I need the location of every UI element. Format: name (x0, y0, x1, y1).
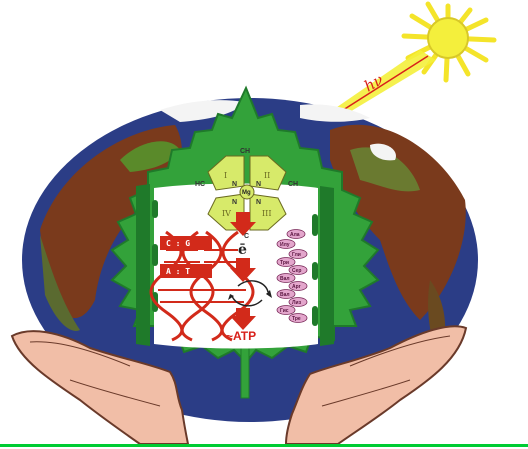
amino-acid-label: Гис (280, 308, 289, 314)
atom-label-n4: N (232, 199, 237, 206)
amino-acid-label: Лиз (292, 300, 302, 306)
amino-acid-bead: Вал (277, 290, 295, 299)
amino-acid-bead: Ала (287, 230, 305, 239)
atom-label-left: HC (195, 181, 205, 188)
amino-acid-bead: Лиз (289, 298, 307, 307)
metal-label: Mg (242, 190, 251, 196)
ring-label-2: II (264, 171, 270, 180)
amino-acid-label: Три (280, 260, 289, 266)
amino-acid-label: Вал (280, 292, 290, 298)
ring-label-1: I (224, 171, 227, 180)
atom-label-n2: N (256, 181, 261, 188)
amino-acid-bead: Арг (289, 282, 307, 291)
amino-acid-label: Сер (292, 268, 301, 274)
amino-acid-bead: Гли (289, 250, 307, 259)
ring-label-4: IV (222, 209, 231, 218)
atom-label-n3: N (256, 199, 261, 206)
amino-acid-label: Ала (290, 232, 300, 238)
amino-acid-bead: Сер (289, 266, 307, 275)
amino-acid-label: Гли (292, 252, 301, 258)
amino-acid-label: Вал (280, 276, 290, 282)
atom-label-top: CH (240, 148, 250, 155)
atom-label-n1: N (232, 181, 237, 188)
electron-label: ē (238, 242, 247, 258)
amino-acid-bead: Три (277, 258, 295, 267)
bottom-divider (0, 444, 528, 447)
atom-label-right: CH (288, 181, 298, 188)
amino-acid-label: Тре (292, 316, 301, 322)
ring-label-3: III (262, 209, 271, 218)
amino-acid-bead: Тре (289, 314, 307, 323)
amino-acid-label: Илу (280, 242, 290, 248)
amino-acid-bead: Гис (277, 306, 295, 315)
base-pair-cg: C : G (166, 239, 190, 248)
amino-acid-bead: Вал (277, 274, 295, 283)
atp-label: ~ATP (226, 329, 256, 343)
amino-acid-label: Арг (292, 284, 301, 290)
base-pair-at: A : T (166, 267, 190, 276)
amino-acid-bead: Илу (277, 240, 295, 249)
